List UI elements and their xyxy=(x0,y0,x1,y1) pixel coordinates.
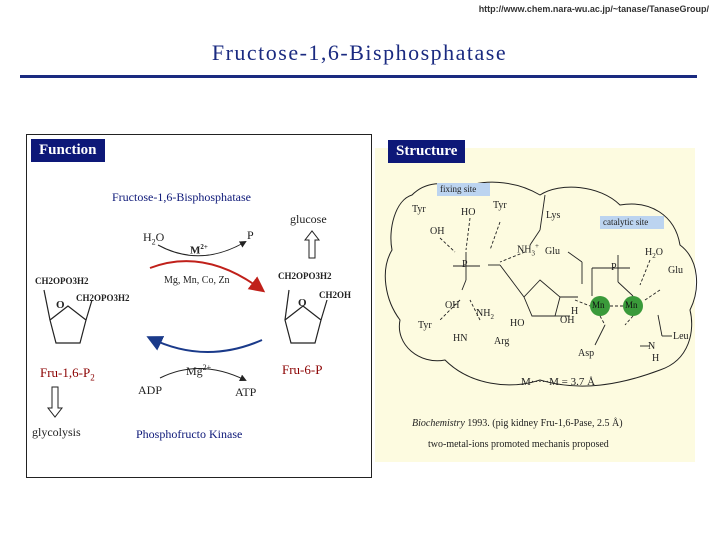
adp-label: ADP xyxy=(138,383,163,397)
glu-label-2: Glu xyxy=(668,265,683,276)
left-phosphate-p: P xyxy=(462,259,468,270)
asp-label: Asp xyxy=(578,348,595,359)
metal-m2-label: M2+ xyxy=(190,243,208,257)
phosphate-label: P xyxy=(247,228,254,242)
citation: Biochemistry 1993. (pig kidney Fru-1,6-P… xyxy=(412,418,623,429)
structure-header: Structure xyxy=(388,140,466,163)
mm-distance: M·····M = 3.7 Å xyxy=(521,376,596,388)
oh-label-1: OH xyxy=(430,226,445,237)
citation-journal: Biochemistry xyxy=(412,418,465,429)
fixing-site-label: fixing site xyxy=(440,184,477,194)
tyr-label-1: Tyr xyxy=(412,204,426,215)
protein-pocket-outline xyxy=(384,181,698,387)
tyr-label-2: Tyr xyxy=(493,200,507,211)
hn-label: HN xyxy=(453,333,468,344)
h-label: H xyxy=(571,306,579,317)
right-ring-oxygen: O xyxy=(298,297,307,309)
catalytic-site-label: catalytic site xyxy=(603,217,649,227)
atp-label: ATP xyxy=(235,385,257,399)
mechanism-note: two-metal-ions promoted mechanis propose… xyxy=(428,439,609,450)
oh-label-2: OH xyxy=(445,300,460,311)
nh3-label: NH3+ xyxy=(517,242,539,258)
glucose-label: glucose xyxy=(290,212,327,226)
metals-label: Mg, Mn, Co, Zn xyxy=(164,275,230,286)
structure-bonds xyxy=(439,194,672,347)
glycolysis-arrow xyxy=(46,386,64,418)
mn-atoms xyxy=(590,296,643,316)
mn-label-2: Mn xyxy=(625,300,638,310)
right-phosphate-p: P xyxy=(611,262,617,273)
water-label: H2O xyxy=(143,230,165,247)
h-label-2: H xyxy=(652,353,660,364)
fru6p-ring xyxy=(284,289,328,344)
left-substituent-right: CH2OPO3H2 xyxy=(76,293,130,303)
right-substituent-top: CH2OPO3H2 xyxy=(278,271,332,281)
function-panel xyxy=(26,134,372,478)
enzyme-name: Fructose-1,6-Bisphosphatase xyxy=(112,190,251,204)
glucose-arrow xyxy=(303,230,321,259)
fru6p-label: Fru-6-P xyxy=(282,362,323,377)
reaction-arrows xyxy=(146,241,266,381)
left-substituent-top: CH2OPO3H2 xyxy=(35,276,89,286)
highlight-boxes xyxy=(437,183,664,229)
glu-label-1: Glu xyxy=(545,246,560,257)
title-rule xyxy=(20,75,697,78)
arg-label: Arg xyxy=(494,336,510,347)
fru16p2-ring xyxy=(43,289,93,344)
ho-label-2: HO xyxy=(510,318,525,329)
lys-label: Lys xyxy=(546,210,561,221)
tyr-label-3: Tyr xyxy=(418,320,432,331)
mg2-label: Mg2+ xyxy=(186,363,212,378)
n-label: N xyxy=(648,341,656,352)
left-ring-oxygen: O xyxy=(56,299,65,311)
right-substituent-right: CH2OH xyxy=(319,290,352,300)
page-title: Fructose-1,6-Bisphosphatase xyxy=(211,40,508,65)
ho-label-1: HO xyxy=(461,207,476,218)
citation-rest: 1993. (pig kidney Fru-1,6-Pase, 2.5 Å) xyxy=(467,418,623,429)
mn-label-1: Mn xyxy=(592,300,605,310)
function-header: Function xyxy=(31,139,105,162)
leu-label: Leu xyxy=(673,331,689,342)
kinase-label: Phosphofructo Kinase xyxy=(136,427,243,441)
nh2-label: NH2 xyxy=(476,308,494,321)
glycolysis-label: glycolysis xyxy=(32,425,81,439)
oh-label-3: OH xyxy=(560,315,575,326)
source-url[interactable]: http://www.chem.nara-wu.ac.jp/~tanase/Ta… xyxy=(478,4,709,14)
h2o-site-label: H2O xyxy=(645,247,663,260)
fru16p2-label: Fru-1,6-P2 xyxy=(40,365,95,383)
